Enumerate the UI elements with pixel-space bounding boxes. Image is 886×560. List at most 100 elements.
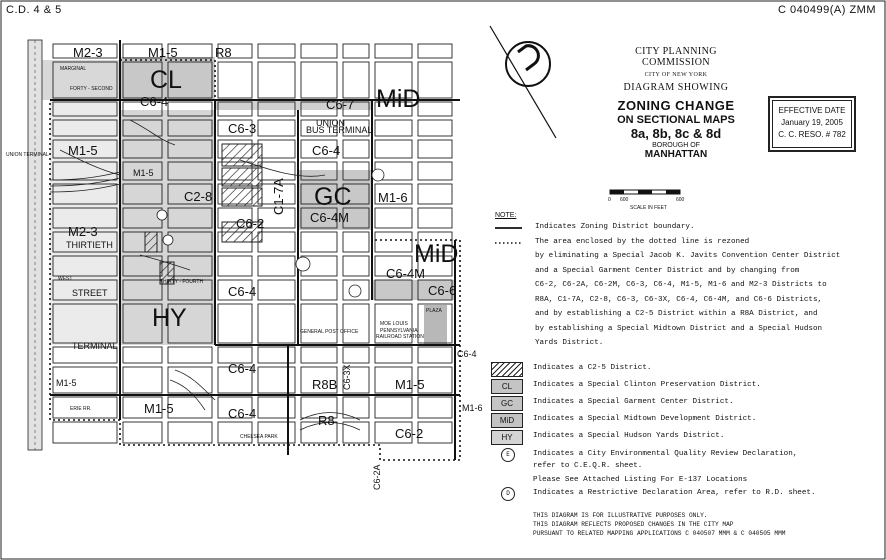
street-block xyxy=(374,183,413,205)
zone-m1-5-left: M1-5 xyxy=(68,143,98,158)
street-block xyxy=(52,119,118,137)
note-dotted-7: Yards District. xyxy=(535,339,604,347)
street-block xyxy=(417,207,453,229)
note-dotted-0: The area enclosed by the dotted line is … xyxy=(535,238,750,246)
street-block xyxy=(122,231,163,253)
street-block xyxy=(257,119,296,137)
legend-cl-text: Indicates a Special Clinton Preservation… xyxy=(533,381,761,389)
street-block xyxy=(342,279,370,301)
zone-c2-8: C2-8 xyxy=(184,189,212,204)
street-block xyxy=(167,119,213,137)
erie-rr-label: ERIE RR. xyxy=(70,406,92,412)
zone-c6-3x: C6-3X xyxy=(342,364,352,390)
legend-hy-text: Indicates a Special Hudson Yards Distric… xyxy=(533,432,725,440)
street-block xyxy=(300,279,338,301)
title-map-numbers: 8a, 8b, 8c & 8d xyxy=(630,126,722,141)
street-block xyxy=(167,183,213,205)
zone-m1-5-top: M1-5 xyxy=(148,45,178,60)
street-block xyxy=(217,61,253,99)
street-block xyxy=(257,101,296,117)
env-circle-icon: E xyxy=(501,448,515,462)
street-block xyxy=(300,231,338,253)
street-block xyxy=(342,161,370,181)
moe-louis-label: MOE LOUIS xyxy=(380,321,408,327)
street-block xyxy=(374,43,413,59)
street-block xyxy=(374,346,413,364)
effective-date-box: EFFECTIVE DATE January 19, 2005 C. C. RE… xyxy=(768,96,856,152)
street-label: STREET xyxy=(72,288,108,298)
scale-end: 600 xyxy=(676,197,685,203)
street-block xyxy=(257,161,296,181)
legend-mid-swatch: MiD xyxy=(491,413,523,428)
legend-restrictive-text: Indicates a Restrictive Declaration Area… xyxy=(533,489,816,497)
street-block xyxy=(122,396,163,419)
note-dotted-2: and a Special Garment Center District an… xyxy=(535,267,800,275)
street-block xyxy=(417,346,453,364)
west-label: WEST xyxy=(58,276,72,282)
zone-c6-7: C6-7 xyxy=(326,97,354,112)
thirty-fourth-label: THIRTY - FOURTH xyxy=(160,279,203,285)
street-block xyxy=(257,366,296,394)
street-block xyxy=(342,61,370,99)
note-dotted-1: by eliminating a Special Jacob K. Javits… xyxy=(535,252,841,260)
street-block xyxy=(167,421,213,444)
street-block xyxy=(300,61,338,99)
thirtieth-street-label: THIRTIETH xyxy=(66,240,113,250)
street-block xyxy=(167,207,213,229)
diagram-title-block: DIAGRAM SHOWING ZONING CHANGE ON SECTION… xyxy=(592,82,760,160)
zone-mid-top: MiD xyxy=(376,85,420,113)
street-block xyxy=(342,421,370,444)
legend-gc-swatch: GC xyxy=(491,396,523,411)
note-dotted-6: by establishing a Special Midtown Distri… xyxy=(535,325,823,333)
scale-bar xyxy=(609,189,681,195)
zone-m1-5-e: M1-5 xyxy=(144,401,174,416)
street-block xyxy=(217,255,253,277)
street-block xyxy=(217,101,253,117)
legend-c2-5-text: Indicates a C2-5 District. xyxy=(533,364,652,372)
street-block xyxy=(52,61,118,99)
legend-hatch-swatch xyxy=(491,362,523,377)
footer-line-2: PURSUANT TO RELATED MAPPING APPLICATIONS… xyxy=(533,530,786,537)
street-block xyxy=(52,346,118,364)
zone-c6-4-f: C6-4 xyxy=(457,349,477,359)
street-block xyxy=(167,279,213,301)
note-label: NOTE: xyxy=(495,212,517,219)
street-block xyxy=(122,346,163,364)
zone-c6-2-mid: C6-2 xyxy=(236,216,264,231)
street-block xyxy=(257,279,296,301)
zone-c6-6: C6-6 xyxy=(428,283,456,298)
street-block xyxy=(217,119,253,137)
effective-date-value: January 19, 2005 xyxy=(781,118,843,127)
zone-m2-3-left: M2-3 xyxy=(68,224,98,239)
zone-m1-5-d: M1-5 xyxy=(395,377,425,392)
street-block xyxy=(417,183,453,205)
zone-c6-4-e: C6-4 xyxy=(228,406,256,421)
legend-mid-text: Indicates a Special Midtown Development … xyxy=(533,415,757,423)
union-terminal-label: UNION TERMINAL xyxy=(6,152,49,158)
community-district-label: C.D. 4 & 5 xyxy=(6,4,62,16)
zone-m2-3-top: M2-3 xyxy=(73,45,103,60)
plaza-label: PLAZA xyxy=(426,308,443,314)
street-block xyxy=(52,255,118,277)
street-block xyxy=(52,207,118,229)
street-block xyxy=(217,396,253,419)
zone-r8-bottom: R8 xyxy=(318,413,335,428)
street-block xyxy=(300,183,338,205)
special-district-shading xyxy=(40,57,455,345)
legend-env-line1: Indicates a City Environmental Quality R… xyxy=(533,450,798,458)
street-block xyxy=(167,139,213,159)
title-borough-of: BOROUGH OF xyxy=(652,142,700,149)
street-block xyxy=(417,255,453,277)
street-block xyxy=(417,101,453,117)
street-block xyxy=(300,43,338,59)
street-block xyxy=(257,183,296,205)
north-arrow-icon xyxy=(489,25,557,139)
street-block xyxy=(52,43,118,59)
street-block xyxy=(417,231,453,253)
street-block xyxy=(342,139,370,159)
note-dotted-5: and by establishing a C2-5 District with… xyxy=(535,310,818,318)
street-block xyxy=(417,139,453,159)
application-number: C 040499(A) ZMM xyxy=(778,4,876,16)
street-block xyxy=(342,183,370,205)
